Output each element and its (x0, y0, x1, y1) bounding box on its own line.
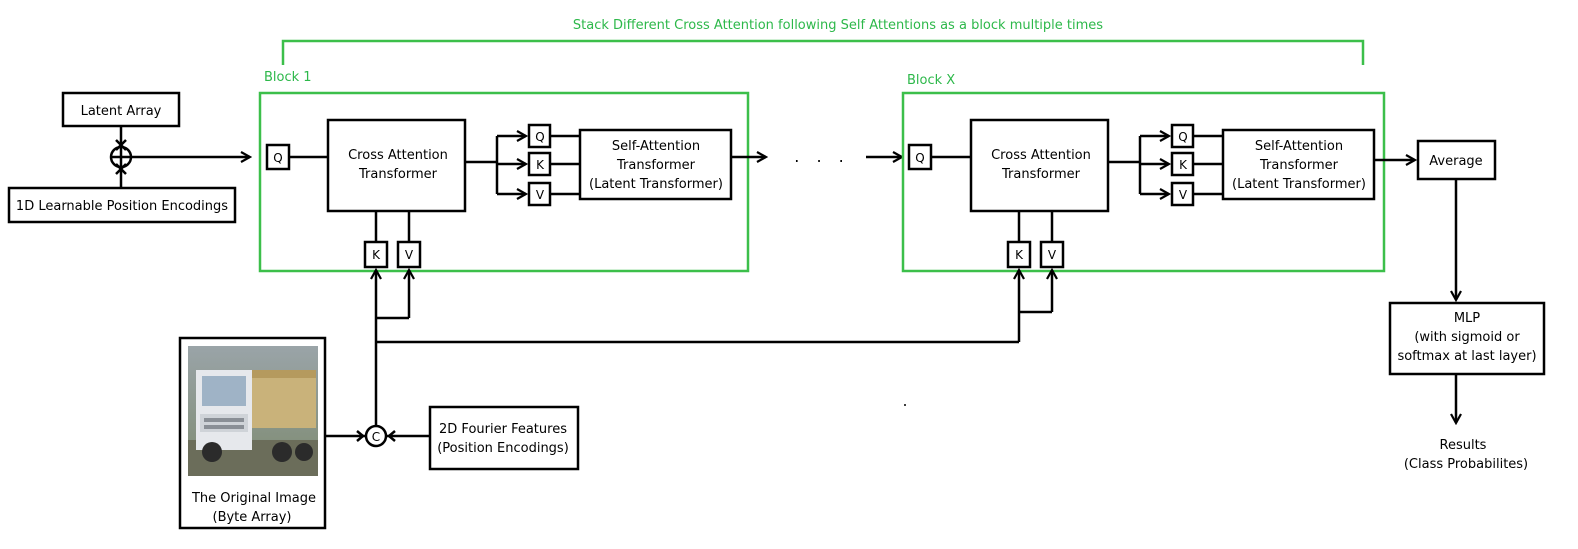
block1-q-input-label: Q (273, 151, 282, 165)
block1-frame (258, 91, 750, 273)
blockx-cross-k-label: K (1015, 248, 1024, 262)
original-image-line2: (Byte Array) (213, 510, 292, 525)
truck-image (188, 346, 318, 476)
blockx-q-input-label: Q (915, 151, 924, 165)
stray-dot (904, 404, 906, 406)
blockx-frame (901, 91, 1386, 273)
stack-note: Stack Different Cross Attention followin… (573, 18, 1103, 33)
stack-bracket (281, 39, 1365, 65)
block1-cross-attention-line2: Transformer (358, 167, 438, 182)
block1-self-q-label: Q (535, 130, 544, 144)
block1-self-v-label: V (536, 188, 545, 202)
average-label: Average (1429, 154, 1482, 169)
concat-operator-label: C (372, 430, 380, 444)
blockx-label: Block X (907, 73, 955, 88)
blockx-cross-v-label: V (1048, 248, 1057, 262)
block1-cross-v-box (396, 240, 422, 269)
blocks-ellipsis: . . . (794, 147, 849, 166)
blockx-self-attention-line2: Transformer (1259, 158, 1339, 173)
pos-in-x-icon (115, 163, 127, 175)
blockx-self-v-label: V (1179, 188, 1188, 202)
block1-self-attention-line3: (Latent Transformer) (589, 177, 723, 192)
mlp-line2: (with sigmoid or (1414, 330, 1520, 345)
fourier-in-tick-icon (387, 430, 396, 442)
mlp-line3: softmax at last layer) (1397, 349, 1536, 364)
fourier-features-box (428, 405, 580, 471)
latent-in-x-icon (115, 139, 127, 151)
mlp-line1: MLP (1454, 311, 1480, 326)
block1-self-attention-box (578, 128, 733, 201)
block1-cross-attention-box (326, 118, 467, 213)
original-image-line1: The Original Image (191, 491, 316, 506)
position-encodings-1d-box (7, 186, 237, 224)
blockx-cross-attention-line1: Cross Attention (991, 148, 1091, 163)
block1-cross-attention-line1: Cross Attention (348, 148, 448, 163)
block1-self-k-label: K (536, 158, 545, 172)
blockx-self-attention-line1: Self-Attention (1255, 139, 1343, 154)
blockx-cross-attention-line2: Transformer (1001, 167, 1081, 182)
fourier-features-line1: 2D Fourier Features (439, 422, 567, 437)
mlp-box (1388, 301, 1546, 376)
blockx-self-q-label: Q (1178, 130, 1187, 144)
blockx-self-attention-box (1221, 128, 1376, 201)
block1-self-attention-line2: Transformer (616, 158, 696, 173)
blockx-cross-k-box (1006, 240, 1032, 269)
blockx-cross-v-box (1039, 240, 1065, 269)
blockx-cross-attention-box (969, 118, 1110, 213)
results-line1: Results (1440, 438, 1487, 453)
fourier-features-line2: (Position Encodings) (437, 441, 569, 456)
blockx-self-k-label: K (1179, 158, 1188, 172)
block1-cross-k-box (363, 240, 389, 269)
position-encodings-1d-label: 1D Learnable Position Encodings (16, 199, 228, 214)
block1-cross-k-label: K (372, 248, 381, 262)
block1-label: Block 1 (264, 70, 312, 85)
blockx-self-attention-line3: (Latent Transformer) (1232, 177, 1366, 192)
image-in-tick-icon (356, 430, 365, 442)
block1-cross-v-label: V (405, 248, 414, 262)
results-line2: (Class Probabilites) (1404, 457, 1528, 472)
latent-array-label: Latent Array (81, 104, 162, 119)
block1-self-attention-line1: Self-Attention (612, 139, 700, 154)
